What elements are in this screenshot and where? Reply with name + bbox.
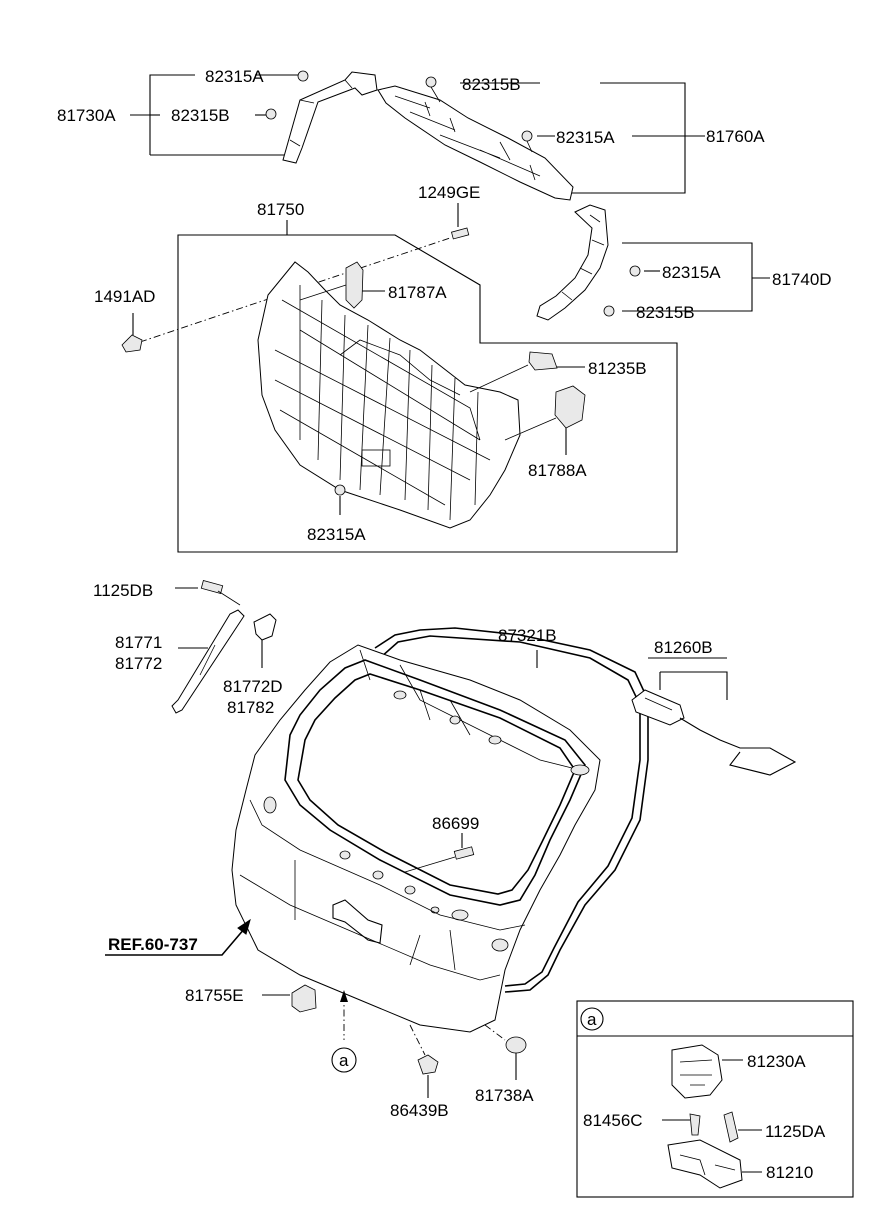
label-82315B-1: 82315B (171, 106, 230, 125)
clip-82315B-right (603, 305, 615, 317)
gas-strut-81771 (171, 609, 245, 714)
label-86699: 86699 (432, 814, 479, 833)
label-81772: 81772 (115, 654, 162, 673)
label-81787A: 81787A (388, 283, 447, 302)
label-81260B: 81260B (654, 638, 713, 657)
label-81771: 81771 (115, 633, 162, 652)
bolt-1125DB (200, 580, 224, 594)
detail-a-callout (331, 1047, 357, 1073)
bracket-81210 (667, 1139, 743, 1189)
weatherstrip-87321B (374, 627, 649, 993)
label-1125DA: 1125DA (765, 1122, 826, 1141)
tailgate-group (105, 627, 649, 1098)
label-82315B-2: 82315B (462, 75, 521, 94)
label-87321B: 87321B (498, 626, 557, 645)
screw-1249GE (451, 227, 470, 240)
plug-86439B (417, 1054, 439, 1075)
clip-82315A-right (629, 265, 641, 277)
bracket-81772D (253, 613, 277, 641)
handle-81788A (554, 385, 586, 429)
label-81760A: 81760A (706, 127, 765, 146)
latch-81230A (671, 1044, 723, 1099)
label-1125DB: 1125DB (93, 581, 153, 600)
label-81782: 81782 (227, 698, 274, 717)
clip-82315A-top-left (297, 70, 309, 82)
label-ref-60-737: REF.60-737 (108, 935, 198, 954)
clip-81787A (345, 261, 364, 309)
callout-labels: 82315A 81730A 82315B 82315B 82315A 81760… (57, 67, 832, 1182)
bolt-1125DA (723, 1111, 739, 1143)
label-82315A-1: 82315A (205, 67, 264, 86)
label-81740D: 81740D (772, 270, 832, 289)
label-81772D: 81772D (223, 677, 283, 696)
gas-strut-group (171, 580, 277, 714)
label-81230A: 81230A (747, 1052, 806, 1071)
label-86439B: 86439B (390, 1101, 449, 1120)
clip-82315B-top-right (425, 76, 437, 88)
label-81456C: 81456C (583, 1111, 643, 1130)
screw-81456C (689, 1113, 701, 1136)
trim-81740D (536, 204, 609, 321)
label-circle-a: a (339, 1051, 349, 1070)
label-81210: 81210 (766, 1163, 813, 1182)
label-1491AD: 1491AD (94, 287, 155, 306)
trim-81760A (377, 85, 574, 201)
label-1249GE: 1249GE (418, 183, 480, 202)
label-81235B: 81235B (588, 359, 647, 378)
trim-81730A-group (130, 70, 378, 164)
label-81788A: 81788A (528, 461, 587, 480)
bumper-stop-81755E (291, 984, 317, 1013)
label-81755E: 81755E (185, 986, 244, 1005)
trim-81730A (282, 71, 378, 164)
trim-81760A-group (377, 76, 705, 201)
clip-82315B-top-left (265, 108, 277, 120)
label-82315B-3: 82315B (636, 303, 695, 322)
label-82315A-2: 82315A (556, 128, 615, 147)
label-81750: 81750 (257, 200, 304, 219)
label-82315A-4: 82315A (307, 525, 366, 544)
label-82315A-3: 82315A (662, 263, 721, 282)
clip-82315A-top-right (521, 130, 533, 142)
clip-82315A-panel (334, 484, 346, 496)
trim-81740D-group (536, 204, 770, 321)
label-81730A: 81730A (57, 106, 116, 125)
clip-81235B (528, 351, 558, 371)
light-81260B (631, 689, 685, 726)
trim-panel-81750-group (121, 203, 678, 553)
light-81260B-group (631, 657, 797, 776)
tailgate-87321B-body (231, 644, 601, 1033)
clip-1491AD (121, 334, 143, 353)
label-inset-a: a (587, 1010, 597, 1029)
label-81738A: 81738A (475, 1086, 534, 1105)
bumper-81738A (505, 1036, 527, 1054)
trim-panel-81750 (257, 261, 521, 529)
detail-a-inset (576, 1000, 854, 1198)
bolt-86699 (453, 846, 475, 860)
